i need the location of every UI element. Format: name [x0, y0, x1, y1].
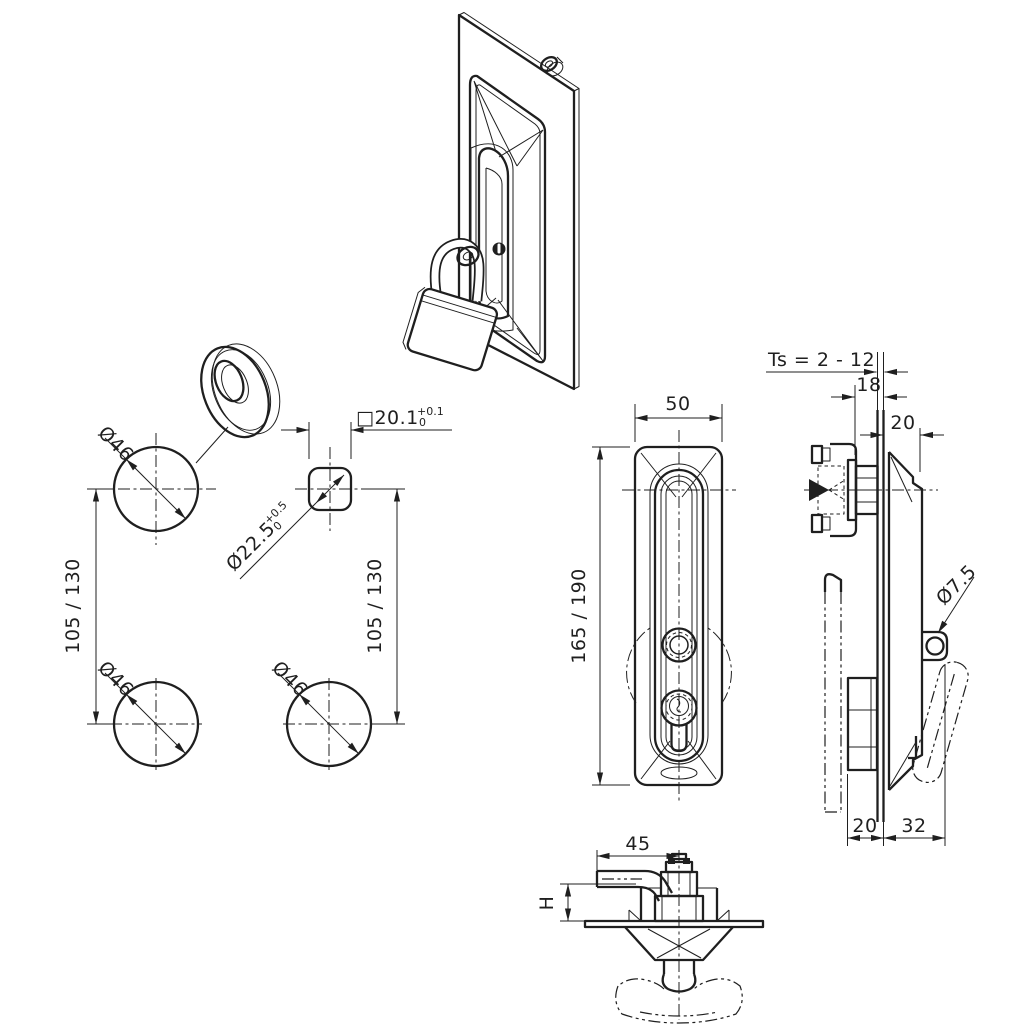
dim-pitch-left: 105 / 130 [62, 488, 114, 725]
grommet-hole [213, 359, 245, 403]
dim-front-height: 165 / 190 [568, 446, 630, 786]
padlock-3d [402, 238, 506, 372]
dim-hole-bottom-left: Ø46 [93, 657, 187, 755]
dim-pitch-right-label: 105 / 130 [364, 558, 386, 654]
dim-front-height-side-label: 20 [890, 412, 915, 434]
drilling-pattern-view: Ø46 Ø46 Ø46 □20.1 +0.1 0 [62, 405, 452, 770]
dim-pitch-right: 105 / 130 [364, 488, 405, 725]
padlock-eye-front [661, 627, 697, 663]
bottom-view: 45 H [536, 833, 765, 1024]
grommet-3d-view [195, 343, 281, 464]
swing-range-arcs [626, 627, 732, 704]
dim-square-tol-upper: +0.1 [417, 405, 444, 418]
dim-rear-depth: 20 [847, 664, 946, 846]
dim-panel-thickness: Ts = 2 - 12 [766, 349, 908, 376]
dim-hole-bottom-right: Ø46 [267, 657, 360, 755]
dim-hole-bottom-right-label: Ø46 [267, 657, 311, 701]
dim-cam-reach: 45 [596, 833, 679, 872]
dim-padlock-eye-hole-label: Ø7.5 [932, 561, 981, 610]
dim-panel-thickness-label: Ts = 2 - 12 [767, 349, 875, 371]
dim-square-value: □20.1 [356, 407, 419, 429]
dim-front-width: 50 [634, 393, 723, 442]
dim-cam-reach-label: 45 [625, 833, 650, 855]
perspective-view [402, 12, 580, 391]
grommet-leader-line [195, 426, 229, 464]
dim-square-cutout: □20.1 +0.1 0 [281, 405, 452, 459]
dim-hole-top: Ø46 [93, 422, 187, 520]
padlock-body-3d [402, 286, 499, 372]
centerlines [96, 433, 375, 770]
clamp-mechanism-side [809, 442, 879, 538]
dim-front-width-label: 50 [665, 393, 690, 415]
dim-pitch-left-label: 105 / 130 [62, 558, 84, 654]
dim-front-height-label: 165 / 190 [568, 568, 590, 664]
cone-boss-bottom [624, 926, 734, 993]
dim-front-height-side: 20 [860, 412, 944, 472]
dim-inside-depth-label: 18 [856, 374, 881, 396]
dim-padlock-eye-hole: Ø7.5 [932, 561, 981, 634]
open-cam-phantom [912, 661, 969, 784]
escutcheon-side-profile [887, 451, 924, 791]
dim-inside-depth: 18 [831, 374, 907, 455]
dim-front-projection-label: 32 [901, 815, 926, 837]
padlock-eye-hole-side [925, 636, 945, 656]
dim-square-tol-lower: 0 [419, 416, 426, 429]
dim-front-projection: 32 [883, 815, 945, 842]
dim-hole-top-label: Ø46 [93, 422, 137, 466]
dim-cam-height: H [536, 883, 636, 922]
front-view: 50 165 / 190 [568, 393, 736, 802]
dim-rear-depth-label: 20 [852, 815, 877, 837]
hasp-staple-3d [456, 245, 480, 267]
cylinder-nut-side [846, 676, 879, 772]
dim-cam-height-label: H [536, 896, 558, 911]
fixing-screw-3d [540, 56, 564, 77]
padlock-eye-tab-side [922, 630, 949, 662]
open-handle-phantom [823, 573, 843, 813]
side-view: Ts = 2 - 12 18 20 Ø7.5 [766, 349, 981, 846]
lock-cylinder-front [660, 689, 698, 753]
dim-hole-bottom-left-label: Ø46 [93, 657, 137, 701]
handle-grip-phantom-bottom [615, 978, 743, 1024]
dim-round-cutout: Ø22.5 +0.5 0 [222, 474, 345, 580]
escutcheon-plate-bottom [583, 919, 765, 929]
